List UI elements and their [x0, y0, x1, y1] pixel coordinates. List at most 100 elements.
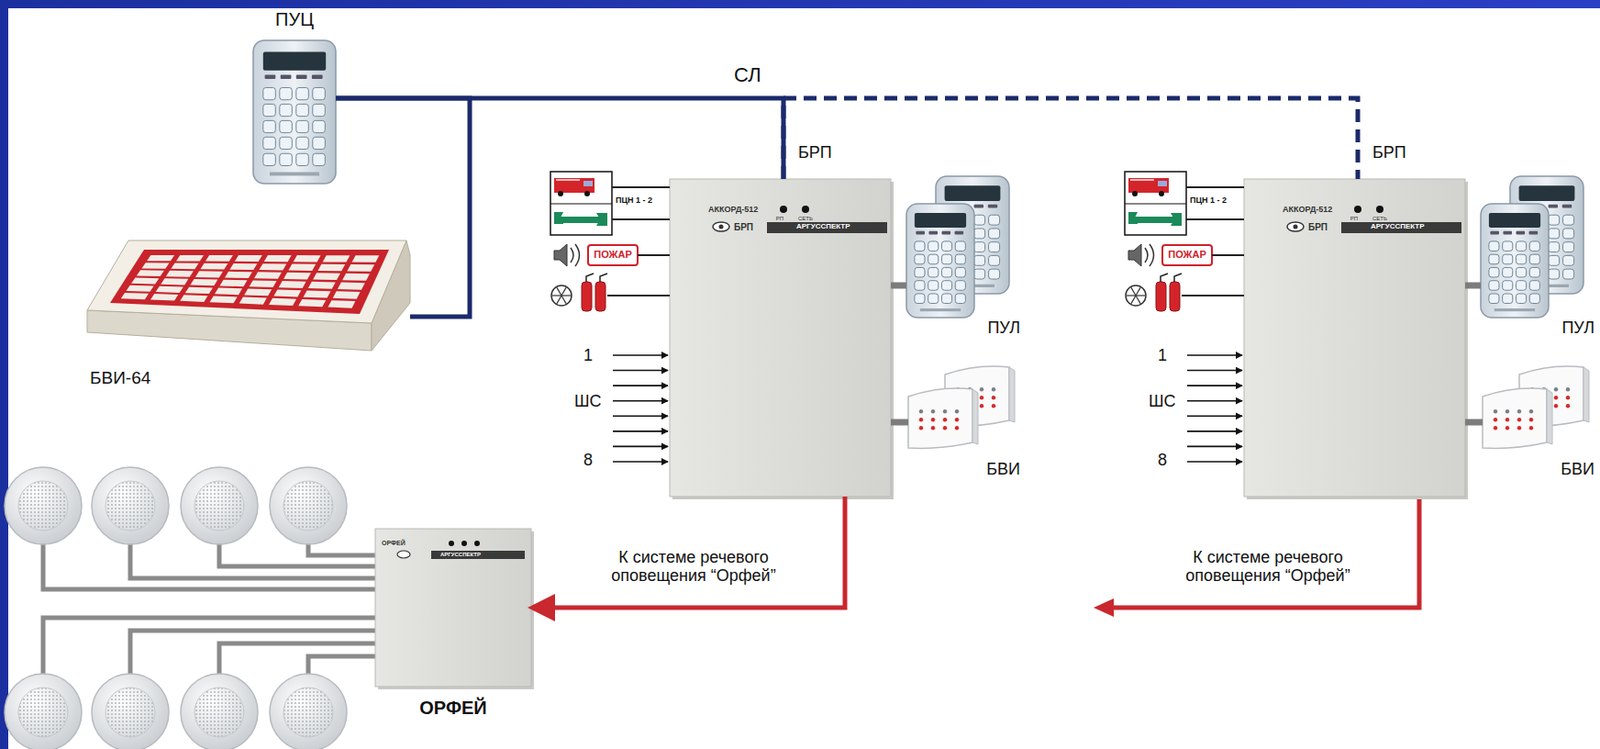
extinguisher-hose: [586, 273, 608, 282]
module-led: [943, 425, 947, 430]
indicator-cell: [131, 277, 159, 285]
module-led: [943, 417, 947, 422]
indicator-cell: [293, 255, 322, 262]
indicator-cell: [308, 281, 336, 289]
module-led: [919, 409, 923, 413]
left-band: [0, 0, 9, 749]
indicator-cell: [195, 270, 223, 278]
keypad-key: [1488, 293, 1500, 304]
annotation-label: СЕТЬ: [798, 215, 813, 223]
fire-truck-wheel: [584, 190, 590, 197]
keypad-key: [1502, 241, 1513, 252]
module-led: [955, 409, 959, 413]
keypad-logo: [1494, 308, 1535, 312]
module-led: [1554, 395, 1558, 400]
keypad-key: [1529, 280, 1540, 291]
module-side: [972, 388, 978, 445]
device-housing: [375, 528, 532, 687]
keypad-key: [974, 255, 986, 266]
speaker-wire: [219, 541, 377, 567]
keypad-key: [928, 293, 939, 304]
keypad-key: [955, 241, 966, 252]
annotation-label: 8: [1157, 451, 1167, 470]
connector: [890, 282, 907, 289]
extinguisher: [1169, 281, 1180, 312]
keypad-key: [928, 266, 939, 278]
annotation-label: АККОРД-512: [1282, 205, 1333, 215]
output-icons: [550, 171, 670, 462]
speaker-wire: [130, 541, 377, 578]
loop-arrow: [1187, 354, 1243, 356]
indicator-cell: [229, 263, 257, 270]
connector: [335, 98, 470, 317]
fan-blade: [1131, 295, 1136, 304]
keypad-key: [974, 228, 986, 239]
keypad-key: [263, 120, 277, 133]
speaker-body: [180, 673, 258, 749]
keypad-key: [1563, 255, 1575, 266]
annotation-label: РП: [1350, 215, 1358, 223]
icon-frame: [550, 171, 612, 235]
speaker-body: [180, 466, 258, 545]
speaker-grille: [283, 480, 334, 531]
keypad-key: [1488, 241, 1500, 252]
keypad-key: [312, 103, 326, 116]
annotation-label: ШС: [1148, 392, 1177, 412]
module-led: [1517, 425, 1522, 430]
speaker-grille: [105, 687, 156, 737]
keypad-key: [988, 255, 1000, 266]
device-logo: [397, 550, 411, 558]
wrench-head: [1128, 211, 1138, 224]
keypad-key: [1488, 254, 1500, 265]
annotation-label: ПЦН 1 - 2: [1189, 196, 1227, 206]
keypad-key: [1529, 241, 1540, 252]
loop-arrow: [612, 460, 668, 463]
keypad-soft-key: [988, 204, 998, 209]
output-line: [1181, 294, 1245, 297]
annotation-label: ШС: [574, 392, 602, 412]
keypad-key: [263, 153, 277, 166]
module-led: [1493, 425, 1498, 430]
keypad-key: [974, 268, 986, 279]
fan-blade: [561, 295, 567, 304]
keypad-key: [988, 242, 1000, 253]
local-keypads: [1480, 176, 1584, 318]
indicator-cell: [312, 272, 341, 280]
indicator-cell: [150, 293, 178, 300]
loop-arrow: [612, 384, 668, 387]
speaker-wire: [219, 643, 377, 675]
module-led: [979, 387, 984, 391]
module-side: [1546, 388, 1553, 445]
loop-arrow: [612, 354, 668, 356]
indicator-cell: [179, 294, 208, 302]
panel-logo: [712, 222, 730, 232]
indicator-modules: [1482, 366, 1589, 448]
panel-led: [1376, 205, 1384, 213]
indicator-cell: [317, 264, 345, 272]
fire-sign-frame: [588, 244, 638, 266]
module-led: [1505, 409, 1510, 413]
indicator-cell: [224, 271, 253, 278]
keypad-key: [1563, 228, 1575, 239]
keypad-key: [263, 103, 277, 116]
device-label: БРП: [798, 144, 833, 163]
indicator-cell: [176, 255, 204, 262]
annotation-label: АРГУССПЕКТР: [796, 222, 851, 232]
module-led: [1566, 395, 1570, 400]
device-led: [448, 540, 455, 546]
icon-frame: [1124, 171, 1187, 235]
extinguisher: [595, 281, 606, 312]
keypad-key: [941, 266, 952, 278]
module-led: [919, 425, 923, 430]
device-label: БВИ: [1560, 460, 1595, 479]
connector: [335, 98, 784, 179]
fan-blade: [1135, 287, 1141, 296]
keypad-key: [974, 242, 986, 253]
indicator-cell: [258, 263, 287, 270]
module-led: [1554, 387, 1558, 391]
fire-truck-wheel: [1158, 190, 1165, 197]
keypad-display: [944, 185, 1001, 201]
annotation-label: АККОРД-512: [708, 205, 758, 215]
keypad-key: [914, 241, 925, 252]
